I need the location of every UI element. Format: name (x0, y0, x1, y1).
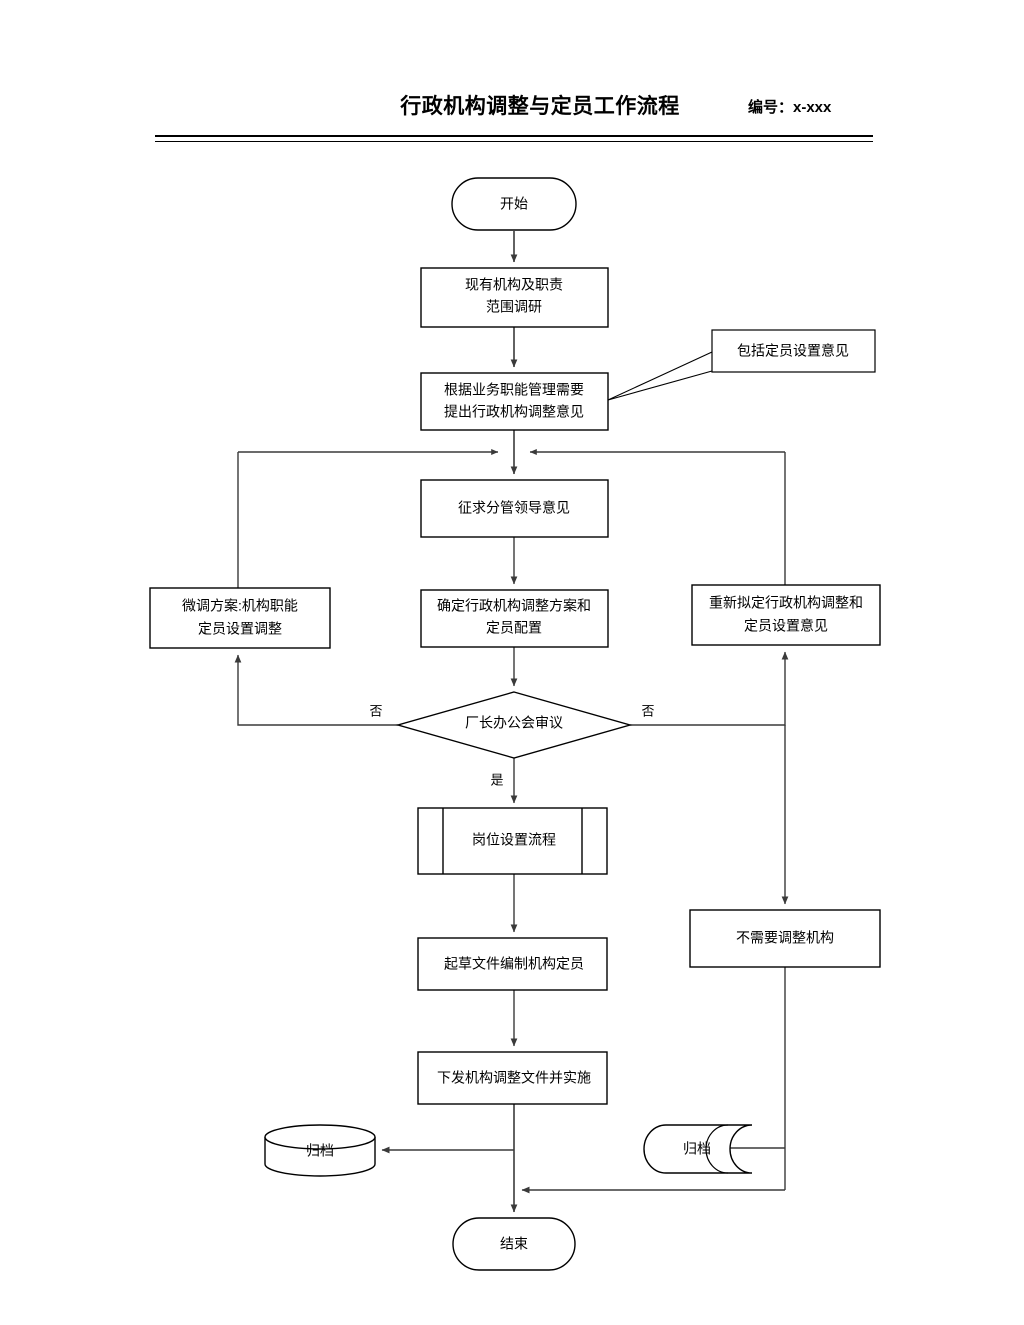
node-archive-left[interactable]: 归档 (264, 1124, 376, 1177)
node-proposal-line1: 根据业务职能管理需要 (444, 382, 584, 398)
node-review-label: 厂长办公会审议 (465, 715, 563, 731)
node-draft[interactable]: 起草文件编制机构定员 (417, 937, 608, 991)
node-consult-label: 征求分管领导意见 (458, 500, 570, 516)
edge-label-no-left: 否 (369, 703, 382, 718)
node-start[interactable]: 开始 (451, 177, 577, 231)
node-archive-left-label: 归档 (306, 1143, 334, 1159)
node-survey-line2: 范围调研 (486, 299, 542, 315)
node-end-label: 结束 (500, 1236, 528, 1252)
node-noadjust-label: 不需要调整机构 (736, 930, 834, 946)
edge-label-no-right: 否 (641, 703, 654, 718)
node-proposal-line2: 提出行政机构调整意见 (444, 404, 584, 420)
node-archive-right[interactable]: 归档 (643, 1124, 753, 1174)
document-number: 编号：x-xxx (748, 99, 832, 116)
edge-review-no-left (234, 654, 398, 726)
node-draft-label: 起草文件编制机构定员 (444, 956, 584, 972)
header-divider (155, 135, 873, 142)
node-postflow[interactable]: 岗位设置流程 (417, 807, 608, 875)
edge-label-yes: 是 (490, 772, 503, 787)
node-redraft-line2: 定员设置意见 (744, 618, 828, 634)
node-finalize-line1: 确定行政机构调整方案和 (437, 598, 591, 614)
node-survey-line1: 现有机构及职责 (465, 277, 563, 293)
document-header: 行政机构调整与定员工作流程 编号：x-xxx (0, 0, 1024, 150)
node-note-label: 包括定员设置意见 (737, 343, 849, 359)
node-consult[interactable]: 征求分管领导意见 (420, 479, 609, 538)
node-review[interactable]: 厂长办公会审议 (395, 691, 633, 759)
node-end[interactable]: 结束 (452, 1217, 576, 1271)
node-survey[interactable]: 现有机构及职责 范围调研 (420, 267, 609, 328)
node-redraft[interactable]: 重新拟定行政机构调整和 定员设置意见 (691, 584, 881, 646)
node-finalize-line2: 定员配置 (486, 620, 542, 636)
node-issue-label: 下发机构调整文件并实施 (437, 1070, 591, 1086)
node-proposal[interactable]: 根据业务职能管理需要 提出行政机构调整意见 (420, 372, 609, 431)
node-tweak-line1: 微调方案:机构职能 (182, 598, 298, 614)
node-archive-right-label: 归档 (683, 1141, 711, 1157)
node-start-label: 开始 (500, 196, 528, 212)
page-title: 行政机构调整与定员工作流程 (400, 95, 680, 118)
node-finalize[interactable]: 确定行政机构调整方案和 定员配置 (420, 589, 609, 648)
node-note[interactable]: 包括定员设置意见 (607, 329, 876, 401)
node-tweak[interactable]: 微调方案:机构职能 定员设置调整 (149, 587, 331, 649)
node-noadjust[interactable]: 不需要调整机构 (689, 909, 881, 968)
node-issue[interactable]: 下发机构调整文件并实施 (417, 1051, 608, 1105)
node-tweak-line2: 定员设置调整 (198, 621, 282, 637)
node-redraft-line1: 重新拟定行政机构调整和 (709, 595, 863, 611)
node-postflow-label: 岗位设置流程 (472, 832, 556, 848)
